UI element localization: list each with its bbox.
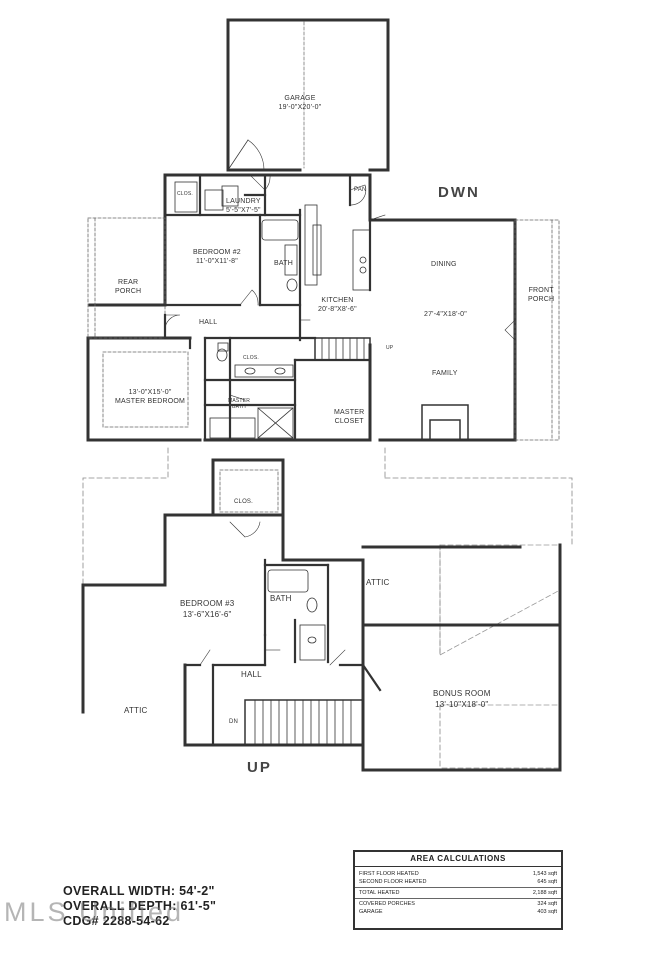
rear-porch-label: REAR PORCH: [115, 278, 141, 296]
bath-upper-label: BATH: [270, 594, 292, 603]
area-row-value: 2,188 sqft: [532, 890, 557, 896]
rear-porch-line1: REAR: [118, 279, 139, 286]
area-row-label: TOTAL HEATED: [359, 890, 400, 896]
master-bedroom-size: 13'-0"X15'-0": [128, 389, 172, 396]
garage-walls: [226, 18, 390, 172]
second-floor-interior-walls: [183, 558, 382, 747]
laundry-size: 5'-5"X7'-5": [226, 207, 261, 214]
fireplace: [421, 404, 469, 441]
bonus-room-size: 13'-10"X18'-0": [435, 700, 489, 709]
garage-name: GARAGE: [284, 95, 316, 102]
garage-label: GARAGE 19'-0"X20'-0": [267, 94, 333, 112]
rear-porch-line2: PORCH: [115, 288, 142, 295]
front-porch-line2: PORCH: [528, 296, 555, 303]
second-floor-walls: [81, 458, 562, 772]
area-calculations-table: AREA CALCULATIONS FIRST FLOOR HEATED 1,5…: [353, 850, 563, 930]
front-porch-outline: [514, 219, 560, 441]
garage-size: 19'-0"X20'-0": [278, 104, 322, 111]
bedroom3-name: BEDROOM #3: [180, 599, 235, 608]
second-floor-fixtures: [219, 469, 326, 661]
area-row-label: COVERED PORCHES: [359, 901, 415, 907]
kitchen-name: KITCHEN: [321, 297, 354, 304]
area-row-label: SECOND FLOOR HEATED: [359, 879, 427, 885]
attic-right-label: ATTIC: [366, 578, 390, 587]
bedroom3-label: BEDROOM #3 13'-6"X16'-6": [180, 598, 234, 620]
kitchen-counters: [304, 204, 371, 291]
overall-width: OVERALL WIDTH: 54'-2": [63, 884, 215, 898]
laundry-name: LAUNDRY: [226, 198, 261, 205]
bath1-label: BATH: [274, 260, 293, 267]
kitchen-label: KITCHEN 20'-8"X8'-6": [318, 296, 357, 314]
area-row-value: 1,543 sqft: [532, 871, 557, 877]
master-bedroom-label: 13'-0"X15'-0" MASTER BEDROOM: [115, 388, 185, 406]
hall-label: HALL: [199, 319, 218, 326]
master-closet-label: MASTER CLOSET: [334, 408, 364, 426]
bedroom3-size: 13'-6"X16'-6": [182, 610, 232, 619]
pantry-label: PAN: [354, 187, 367, 193]
dwn-level-label: DWN: [438, 184, 480, 201]
area-divider: [355, 887, 561, 888]
stairs-up-label: UP: [386, 345, 394, 351]
front-porch-line1: FRONT: [528, 287, 554, 294]
master-bath-line2: BATH: [232, 404, 246, 410]
bedroom2-name: BEDROOM #2: [193, 249, 241, 256]
master-closet-line1: MASTER: [334, 409, 365, 416]
watermark: MLS Unified: [4, 897, 185, 927]
area-divider: [355, 898, 561, 899]
overall-dimensions: OVERALL WIDTH: 54'-2" OVERALL DEPTH: 61'…: [63, 884, 216, 929]
area-row-value: 403 sqft: [537, 909, 557, 915]
front-porch-label: FRONT PORCH: [528, 286, 554, 304]
laundry-label: LAUNDRY 5'-5"X7'-5": [226, 197, 261, 215]
first-floor-stairs: [314, 337, 371, 361]
master-bath-line1: MASTER: [228, 398, 251, 404]
first-floor-door-swings: [164, 174, 516, 401]
attic-left-label: ATTIC: [124, 706, 148, 715]
clos-upper-label: CLOS.: [234, 499, 254, 505]
master-closet-line2: CLOSET: [334, 418, 364, 425]
master-bedroom-name: MASTER BEDROOM: [115, 398, 186, 405]
area-row-label: GARAGE: [359, 909, 383, 915]
master-bath-label: MASTER BATH: [228, 398, 250, 410]
first-floor-interior-walls: [163, 173, 372, 442]
dining-label: DINING: [431, 261, 457, 268]
overall-depth: OVERALL DEPTH: 61'-5": [63, 899, 217, 913]
area-row: SECOND FLOOR HEATED 645 sqft: [355, 878, 561, 886]
area-row: TOTAL HEATED 2,188 sqft: [355, 889, 561, 897]
second-floor-door-swings: [199, 521, 346, 666]
area-row: GARAGE 403 sqft: [355, 908, 561, 916]
rear-porch-outline: [87, 217, 166, 339]
great-room-size-label: 27'-4"X18'-0": [424, 311, 467, 318]
clos-label: CLOS.: [177, 191, 194, 197]
cdg-number: CDG# 2288-54-62: [63, 914, 170, 928]
area-row-value: 324 sqft: [537, 901, 557, 907]
bath-fixtures: [174, 181, 299, 439]
bonus-room-name: BONUS ROOM: [433, 689, 491, 698]
second-floor-stairs: [244, 699, 364, 746]
bedroom2-label: BEDROOM #2 11'-0"X11'-8": [193, 248, 241, 266]
area-row-value: 645 sqft: [537, 879, 557, 885]
bedroom2-size: 11'-0"X11'-8": [196, 258, 238, 265]
area-row: COVERED PORCHES 324 sqft: [355, 900, 561, 908]
area-row: FIRST FLOOR HEATED 1,543 sqft: [355, 870, 561, 878]
area-calculations-title: AREA CALCULATIONS: [355, 852, 561, 867]
family-label: FAMILY: [432, 370, 458, 377]
kitchen-size: 20'-8"X8'-6": [318, 306, 357, 313]
clos2-label: CLOS.: [243, 355, 260, 361]
stairs-dn-label: DN: [229, 719, 239, 725]
up-level-label: UP: [247, 759, 272, 776]
bonus-room-label: BONUS ROOM 13'-10"X18'-0": [433, 688, 491, 710]
hall-upper-label: HALL: [241, 670, 262, 679]
area-row-label: FIRST FLOOR HEATED: [359, 871, 419, 877]
